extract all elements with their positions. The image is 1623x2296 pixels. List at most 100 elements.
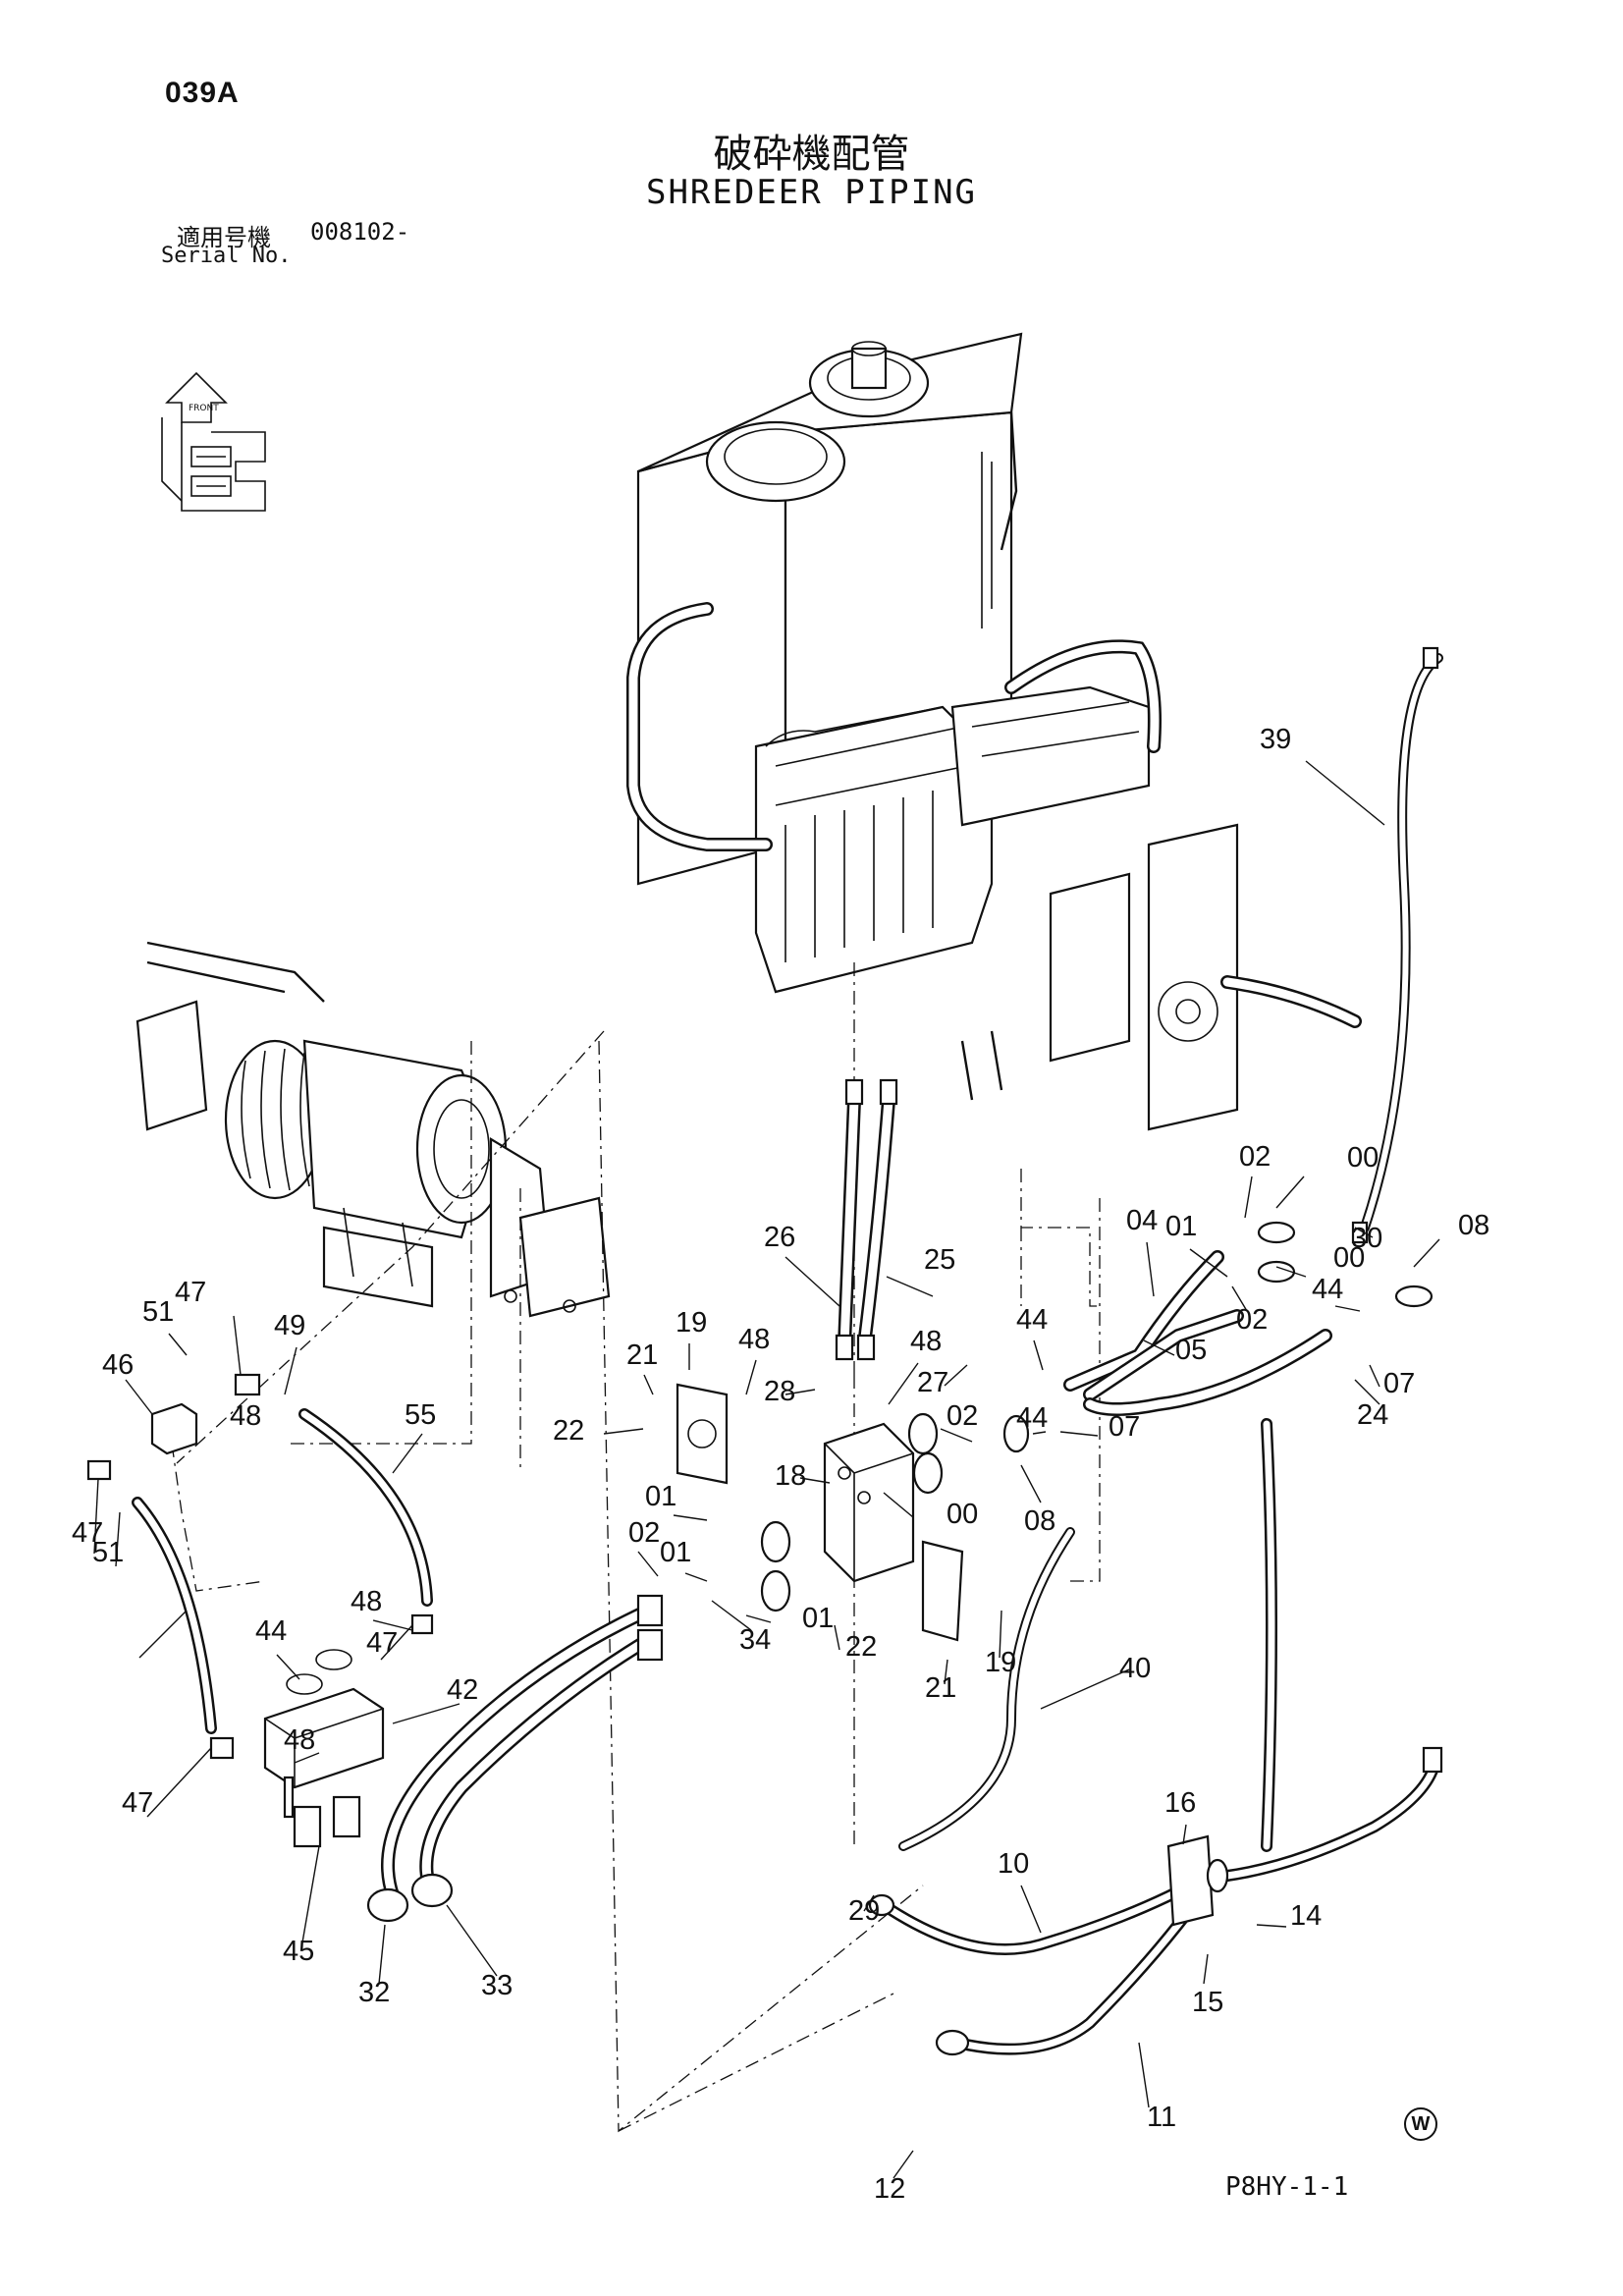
leader-line-00 xyxy=(1275,1175,1305,1209)
tank-pipe xyxy=(626,602,1162,851)
part-label-01: 01 xyxy=(1165,1211,1197,1242)
part-label-25: 25 xyxy=(924,1244,955,1276)
leader-line-47 xyxy=(233,1315,242,1376)
part-label-18: 18 xyxy=(775,1460,806,1492)
part-label-02: 02 xyxy=(1236,1304,1268,1336)
leader-line-44 xyxy=(1334,1305,1361,1312)
leader-line-08 xyxy=(1020,1464,1042,1503)
part-label-19: 19 xyxy=(985,1647,1016,1678)
leader-line-49 xyxy=(115,1511,121,1567)
part-label-48: 48 xyxy=(351,1586,382,1617)
part-label-01: 01 xyxy=(802,1603,834,1634)
serial-label-japanese: 適用号機 xyxy=(177,224,271,251)
part-label-02: 02 xyxy=(947,1400,978,1432)
machine-orientation-icon: FRONT xyxy=(161,371,266,512)
leader-line-07 xyxy=(1369,1364,1380,1388)
leader-line-00 xyxy=(1275,1266,1307,1278)
part-label-22: 22 xyxy=(845,1631,877,1663)
part-label-47: 47 xyxy=(175,1277,206,1308)
part-label-48: 48 xyxy=(738,1324,770,1355)
leader-line-51 xyxy=(168,1333,188,1356)
part-label-39: 39 xyxy=(1260,724,1291,755)
title-japanese: 破砕機配管 xyxy=(713,132,910,177)
leader-line-12 xyxy=(893,2150,914,2179)
part-label-48: 48 xyxy=(284,1724,315,1756)
part-label-10: 10 xyxy=(998,1848,1029,1880)
leader-line-02 xyxy=(940,1428,973,1443)
leader-line-48 xyxy=(294,1752,320,1764)
leader-line-29 xyxy=(863,1894,875,1912)
leader-line-33 xyxy=(446,1904,498,1977)
part-label-05: 05 xyxy=(1175,1335,1207,1366)
leader-line-32 xyxy=(378,1924,386,1985)
part-label-00: 00 xyxy=(1333,1242,1365,1274)
part-label-24: 24 xyxy=(1357,1399,1388,1431)
leader-line-39 xyxy=(1305,760,1385,826)
part-label-02: 02 xyxy=(628,1517,660,1549)
part-label-19: 19 xyxy=(676,1307,707,1339)
part-label-04: 04 xyxy=(1126,1205,1158,1236)
part-label-47: 47 xyxy=(366,1627,398,1659)
left-fittings xyxy=(86,1373,434,1760)
part-label-55: 55 xyxy=(405,1399,436,1431)
leader-line-22 xyxy=(834,1624,840,1651)
part-label-33: 33 xyxy=(481,1970,513,2001)
part-label-07: 07 xyxy=(1383,1368,1415,1399)
leader-line-05 xyxy=(1143,1339,1175,1356)
part-label-51: 51 xyxy=(142,1296,174,1328)
leader-line-07 xyxy=(1059,1431,1099,1437)
leader-line-44 xyxy=(1032,1431,1047,1435)
hose-40 xyxy=(898,1527,1075,1851)
part-label-26: 26 xyxy=(764,1222,795,1253)
part-label-08: 08 xyxy=(1458,1210,1489,1241)
page-code: 039A xyxy=(165,77,240,109)
hoses-10-11 xyxy=(868,1418,1443,2056)
leader-line-15 xyxy=(1203,1953,1209,1985)
leader-line-11 xyxy=(1138,2042,1150,2108)
part-label-32: 32 xyxy=(358,1977,390,2008)
leader-line-55 xyxy=(138,1610,188,1659)
leader-line-42 xyxy=(392,1703,460,1724)
part-label-00: 00 xyxy=(1347,1142,1379,1174)
svg-text:FRONT: FRONT xyxy=(189,404,219,413)
part-label-47: 47 xyxy=(72,1517,103,1549)
part-label-44: 44 xyxy=(1016,1402,1048,1434)
pipes-04-05-24 xyxy=(760,1221,1434,1613)
part-label-34: 34 xyxy=(739,1624,771,1656)
leader-line-14 xyxy=(1256,1924,1287,1928)
leader-line-44 xyxy=(1033,1339,1044,1371)
leader-line-40 xyxy=(1040,1668,1130,1710)
leader-line-02 xyxy=(1231,1285,1248,1312)
part-label-01: 01 xyxy=(660,1537,691,1568)
part-label-21: 21 xyxy=(626,1339,658,1371)
part-labels: 0000000101010102020202040507070808101112… xyxy=(72,724,1489,2205)
part-label-45: 45 xyxy=(283,1936,314,1967)
part-label-44: 44 xyxy=(255,1615,287,1647)
block-42 xyxy=(263,1649,385,1848)
leader-line-10 xyxy=(1020,1885,1042,1934)
part-label-46: 46 xyxy=(102,1349,134,1381)
leader-line-48 xyxy=(284,1346,298,1395)
part-label-51: 51 xyxy=(92,1537,124,1568)
serial-label-english: Serial No. xyxy=(161,244,292,268)
part-label-21: 21 xyxy=(925,1672,956,1704)
leader-lines xyxy=(93,760,1440,2179)
part-label-49: 49 xyxy=(274,1310,305,1341)
hoses-32-33 xyxy=(366,1594,664,1923)
part-label-00: 00 xyxy=(947,1499,978,1530)
leader-line-47 xyxy=(93,1478,99,1555)
leader-line-46 xyxy=(125,1379,153,1415)
leader-line-00 xyxy=(883,1492,914,1518)
part-label-40: 40 xyxy=(1119,1653,1151,1684)
leader-line-18 xyxy=(799,1477,831,1484)
leader-line-01 xyxy=(684,1572,708,1582)
part-label-27: 27 xyxy=(917,1367,948,1398)
leader-line-44 xyxy=(276,1654,300,1680)
leader-line-04 xyxy=(1146,1241,1155,1297)
serial-number-value: 008102- xyxy=(310,218,410,246)
leader-line-51 xyxy=(392,1433,423,1474)
leader-line-21 xyxy=(643,1374,654,1395)
part-label-01: 01 xyxy=(645,1481,676,1512)
leader-line-47 xyxy=(146,1747,212,1818)
